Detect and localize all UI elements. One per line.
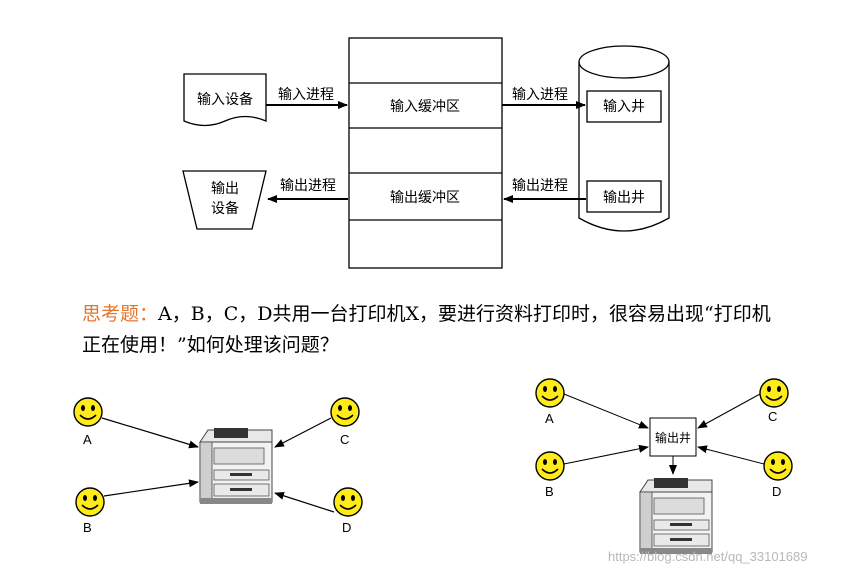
right-user-a-label: A xyxy=(545,411,554,426)
output-process-right-label: 输出进程 xyxy=(512,178,568,194)
input-device-label: 输入设备 xyxy=(197,91,253,108)
input-process-left-label: 输入进程 xyxy=(278,87,334,103)
left-user-b-label: B xyxy=(83,520,92,535)
user-d-smiley-icon xyxy=(333,487,363,517)
right-user-b-label: B xyxy=(545,484,554,499)
right-spool-box-label: 输出井 xyxy=(655,430,691,445)
left-user-d-label: D xyxy=(342,520,351,535)
user-a-smiley-icon xyxy=(73,397,103,427)
left-printer-icon xyxy=(199,427,273,505)
right-user-d-smiley-icon xyxy=(763,451,793,481)
question-body: A，B，C，D共用一台打印机X，要进行资料打印时，很容易出现“打印机正在使用！”… xyxy=(82,303,771,356)
input-well-box xyxy=(586,90,662,123)
right-user-c-label: C xyxy=(768,409,777,424)
output-device-shape xyxy=(182,170,267,230)
left-user-a-label: A xyxy=(83,432,92,447)
input-process-right-label: 输入进程 xyxy=(512,87,568,103)
input-well-label: 输入井 xyxy=(603,99,645,115)
output-device-label-1: 输出 xyxy=(211,181,239,197)
right-user-d-label: D xyxy=(772,484,781,499)
question-heading: 思考题： xyxy=(82,303,159,325)
right-printer-icon xyxy=(639,477,713,555)
input-buffer-label: 输入缓冲区 xyxy=(390,99,460,115)
watermark: https://blog.csdn.net/qq_33101689 xyxy=(608,549,808,564)
user-b-smiley-icon xyxy=(75,487,105,517)
input-device-shape xyxy=(183,73,267,127)
user-c-smiley-icon xyxy=(330,397,360,427)
right-user-c-smiley-icon xyxy=(759,378,789,408)
right-user-b-smiley-icon xyxy=(535,451,565,481)
right-user-a-smiley-icon xyxy=(535,378,565,408)
question-paragraph: 思考题：A，B，C，D共用一台打印机X，要进行资料打印时，很容易出现“打印机正在… xyxy=(82,299,782,361)
left-user-c-label: C xyxy=(340,432,349,447)
output-device-label-2: 设备 xyxy=(211,200,239,217)
buffer-column xyxy=(348,37,503,269)
output-process-left-label: 输出进程 xyxy=(280,178,336,194)
output-well-label: 输出井 xyxy=(603,190,645,206)
output-well-box xyxy=(586,180,662,213)
output-buffer-label: 输出缓冲区 xyxy=(390,190,460,206)
